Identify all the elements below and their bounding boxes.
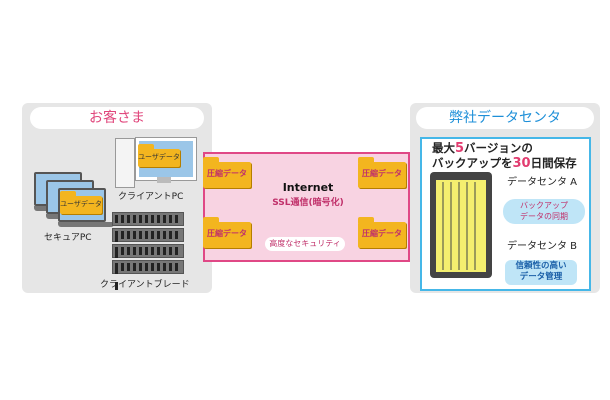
compressed-data-folder-icon: 圧縮データ bbox=[203, 157, 251, 188]
reliable-management-badge: 信頼性の高い データ管理 bbox=[505, 260, 577, 285]
pc-tower-icon bbox=[115, 138, 135, 188]
datacenter-b-label: データセンタ B bbox=[507, 241, 578, 252]
ssl-label: SSL通信(暗号化) bbox=[272, 198, 344, 208]
customer-panel-title: お客さま bbox=[30, 107, 204, 129]
datacenter-panel-title: 弊社データセンタ bbox=[416, 107, 594, 129]
client-blade-label: クライアントブレード bbox=[100, 280, 190, 290]
monitor-stand bbox=[157, 177, 171, 183]
blade-server-icon bbox=[112, 212, 184, 290]
datacenter-a-label: データセンタ A bbox=[507, 177, 578, 188]
backup-headline: 最大5バージョンの バックアップを30日間保存 bbox=[432, 141, 577, 171]
rack-storage bbox=[436, 180, 486, 272]
client-pc-label: クライアントPC bbox=[118, 192, 184, 202]
compressed-data-folder-icon: 圧縮データ bbox=[358, 217, 406, 248]
backup-sync-badge: バックアップ データの同期 bbox=[503, 199, 585, 224]
laptop-user-data-folder-icon: ユーザデータ bbox=[60, 191, 102, 214]
compressed-data-folder-icon: 圧縮データ bbox=[203, 217, 251, 248]
internet-label: Internet bbox=[282, 181, 334, 194]
desktop-user-data-folder-icon: ユーザデータ bbox=[138, 144, 180, 167]
security-badge: 高度なセキュリティ bbox=[265, 237, 345, 251]
secure-pc-label: セキュアPC bbox=[44, 233, 92, 243]
compressed-data-folder-icon: 圧縮データ bbox=[358, 157, 406, 188]
